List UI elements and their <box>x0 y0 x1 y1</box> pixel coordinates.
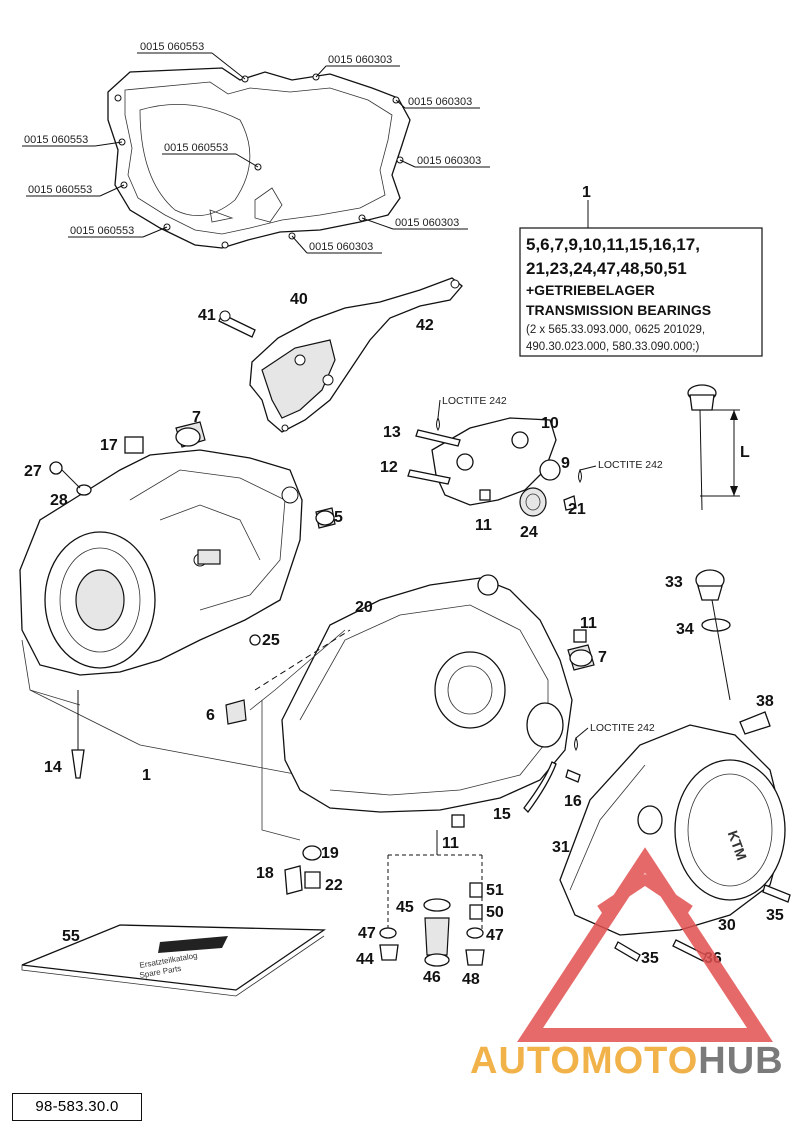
gasket-pn-6: 0015 060553 <box>164 142 228 154</box>
bolt-and-clip <box>523 727 589 813</box>
crankcase-gasket <box>107 67 411 249</box>
callout-35b: 35 <box>641 950 659 967</box>
callout-38: 38 <box>756 693 774 710</box>
callout-42: 42 <box>416 317 434 334</box>
callout-47b: 47 <box>486 927 504 944</box>
gasket-pn-9: 0015 060553 <box>70 225 134 237</box>
oil-filler-plug <box>695 569 731 701</box>
info-box-ref: 1 <box>582 184 591 201</box>
parts-kit-info-box <box>519 200 763 357</box>
bottom-small-parts <box>284 830 485 967</box>
callout-11a: 11 <box>475 517 492 534</box>
callout-15: 15 <box>493 806 511 823</box>
callout-22: 22 <box>325 877 343 894</box>
callout-46: 46 <box>423 969 441 986</box>
callout-1: 1 <box>142 767 151 784</box>
callout-20: 20 <box>355 599 373 616</box>
diagram-reference-code: 98-583.30.0 <box>12 1093 142 1121</box>
spare-parts-manual: Ersatzteilkatalog Spare Parts <box>21 924 327 997</box>
callout-17: 17 <box>100 437 118 454</box>
left-crankcase-half <box>19 449 303 779</box>
callout-7b: 7 <box>598 649 607 666</box>
gasket-pn-7: 0015 060553 <box>28 184 92 196</box>
callout-11b: 11 <box>580 615 597 632</box>
info-line-6: 490.30.023.000, 580.33.090.000;) <box>526 341 699 353</box>
gasket-leaders <box>22 52 490 254</box>
callout-21: 21 <box>568 501 586 518</box>
oil-pump-cover <box>407 416 582 517</box>
callout-47a: 47 <box>358 925 376 942</box>
gasket-pn-10: 0015 060303 <box>309 241 373 253</box>
callout-34: 34 <box>676 621 694 638</box>
callout-41: 41 <box>198 307 216 324</box>
chain-guide-bracket <box>218 277 463 433</box>
callout-55: 55 <box>62 928 80 945</box>
info-line-2: 21,23,24,47,48,50,51 <box>526 259 687 278</box>
callout-13: 13 <box>383 424 401 441</box>
callout-18: 18 <box>256 865 274 882</box>
callout-51: 51 <box>486 882 504 899</box>
gasket-pn-8: 0015 060303 <box>395 217 459 229</box>
right-crankcase-half <box>249 574 573 841</box>
callout-44: 44 <box>356 951 374 968</box>
callout-30: 30 <box>718 917 736 934</box>
info-line-1: 5,6,7,9,10,11,15,16,17, <box>526 235 700 254</box>
callout-25: 25 <box>262 632 280 649</box>
callout-50: 50 <box>486 904 504 921</box>
bushings-and-seals <box>49 421 336 725</box>
info-line-4: TRANSMISSION BEARINGS <box>526 302 711 318</box>
callout-10: 10 <box>541 415 559 432</box>
dipstick-dimension-label: L <box>740 444 750 461</box>
callout-31: 31 <box>552 839 570 856</box>
callout-14: 14 <box>44 759 62 776</box>
watermark-part1: AUTOMOTO <box>470 1040 699 1082</box>
oil-dipstick <box>687 384 740 511</box>
loctite-label-1: LOCTITE 242 <box>442 395 507 407</box>
watermark-logo <box>517 847 773 1042</box>
gasket-pn-4: 0015 060553 <box>24 134 88 146</box>
callout-11c: 11 <box>442 835 459 852</box>
callout-6: 6 <box>206 707 215 724</box>
watermark-text: AUTOMOTOHUB <box>470 1040 800 1084</box>
callout-28: 28 <box>50 492 68 509</box>
info-line-3: +GETRIEBELAGER <box>526 282 655 298</box>
callout-12: 12 <box>380 459 398 476</box>
gasket-pn-5: 0015 060303 <box>417 155 481 167</box>
watermark-part2: HUB <box>698 1040 784 1082</box>
gasket-pn-1: 0015 060553 <box>140 41 204 53</box>
callout-24: 24 <box>520 524 538 541</box>
callout-45: 45 <box>396 899 414 916</box>
gasket-pn-2: 0015 060303 <box>328 54 392 66</box>
loctite-label-3: LOCTITE 242 <box>590 722 655 734</box>
callout-5: 5 <box>334 509 343 526</box>
callout-33: 33 <box>665 574 683 591</box>
clutch-cover: KTM <box>559 711 791 962</box>
callout-19: 19 <box>321 845 339 862</box>
callout-27: 27 <box>24 463 42 480</box>
callout-9: 9 <box>561 455 570 472</box>
callout-7a: 7 <box>192 409 201 426</box>
gasket-pn-3: 0015 060303 <box>408 96 472 108</box>
loctite-label-2: LOCTITE 242 <box>598 459 663 471</box>
callout-48: 48 <box>462 971 480 988</box>
info-line-5: (2 x 565.33.093.000, 0625 201029, <box>526 324 705 336</box>
dowel-and-bushing-right <box>451 629 595 828</box>
callout-16: 16 <box>564 793 582 810</box>
callout-40: 40 <box>290 291 308 308</box>
callout-35a: 35 <box>766 907 784 924</box>
